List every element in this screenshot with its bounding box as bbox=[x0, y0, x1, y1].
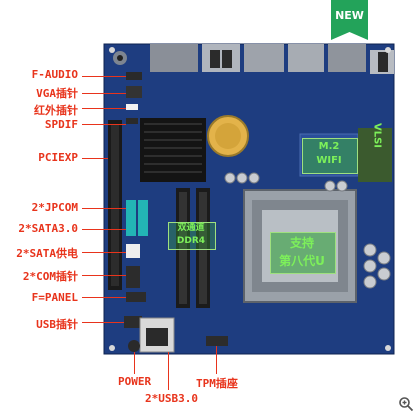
right-vertical-text: VLSI bbox=[371, 122, 383, 149]
leader-jpcom bbox=[82, 208, 126, 209]
leader-spdif bbox=[82, 124, 126, 125]
leader-usb30 bbox=[168, 352, 169, 390]
label-f-panel: F=PANEL bbox=[31, 291, 78, 304]
label-vga: VGA插针 bbox=[36, 87, 78, 100]
leader-power bbox=[134, 352, 135, 374]
leader-com bbox=[82, 275, 126, 276]
leader-f-panel bbox=[82, 297, 126, 298]
label-com: 2*COM插针 bbox=[22, 270, 78, 283]
wifi-line1: M.2 bbox=[318, 141, 340, 152]
memory-line1: 双通道 bbox=[177, 223, 205, 233]
leader-ir bbox=[82, 108, 126, 109]
label-sata30: 2*SATA3.0 bbox=[18, 222, 78, 235]
leader-pciexp bbox=[82, 158, 108, 159]
label-power: POWER bbox=[118, 375, 152, 388]
label-pciexp: PCIEXP bbox=[38, 151, 78, 164]
leader-usb-pin bbox=[82, 322, 124, 323]
label-sata-power: 2*SATA供电 bbox=[16, 247, 78, 260]
leader-tpm bbox=[216, 346, 217, 374]
label-usb-pin: USB插针 bbox=[36, 318, 78, 331]
label-jpcom: 2*JPCOM bbox=[31, 201, 78, 214]
leader-sata-power bbox=[82, 252, 126, 253]
cpu-area-box bbox=[270, 232, 336, 274]
label-f-audio: F-AUDIO bbox=[31, 68, 78, 81]
label-ir: 红外插针 bbox=[34, 104, 78, 117]
memory-line2: DDR4 bbox=[176, 236, 206, 246]
label-usb30: 2*USB3.0 bbox=[145, 392, 198, 405]
label-tpm: TPM插座 bbox=[196, 377, 238, 390]
wifi-area-box bbox=[302, 138, 358, 174]
cpu-text: 支持 第八代U bbox=[270, 234, 334, 270]
memory-area-box bbox=[168, 222, 216, 250]
cpu-line1: 支持 bbox=[289, 236, 314, 250]
memory-text: 双通道 DDR4 bbox=[168, 222, 214, 248]
cpu-line2: 第八代U bbox=[279, 254, 325, 268]
label-spdif: SPDIF bbox=[44, 118, 78, 131]
zoom-icon[interactable] bbox=[398, 396, 414, 412]
leader-f-audio bbox=[82, 76, 126, 77]
wifi-line2: WIFI bbox=[316, 155, 342, 166]
leader-vga bbox=[82, 93, 126, 94]
wifi-text: M.2 WIFI bbox=[302, 140, 356, 168]
leader-sata30 bbox=[82, 229, 126, 230]
